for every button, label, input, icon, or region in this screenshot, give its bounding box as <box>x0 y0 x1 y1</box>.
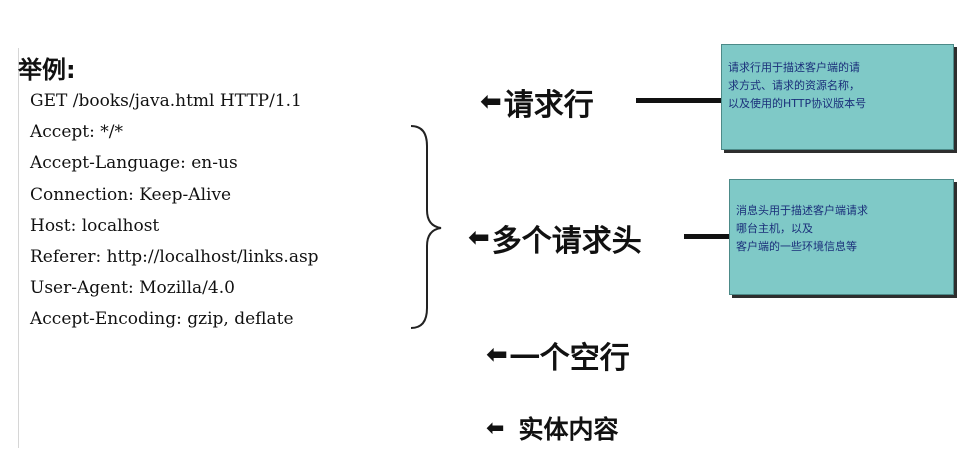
request-line-note-line: 求方式、请求的资源名称， <box>728 79 860 92</box>
header-host: Host: localhost <box>30 215 160 236</box>
header-connection: Connection: Keep-Alive <box>30 184 232 205</box>
header-accept-encoding: Accept-Encoding: gzip, deflate <box>30 309 294 330</box>
request-line-note: 请求行用于描述客户端的请 求方式、请求的资源名称， 以及使用的HTTP协议版本号 <box>721 44 954 150</box>
left-arrow-icon: ⬅ <box>480 87 502 117</box>
http-request-example: GET /books/java.html HTTP/1.1 Accept: */… <box>30 86 319 336</box>
example-title: 举例: <box>18 56 76 84</box>
headers-note-line: 哪台主机，以及 <box>736 222 813 235</box>
headers-note: 消息头用于描述客户端请求 哪台主机，以及 客户端的一些环境信息等 <box>729 179 954 295</box>
request-line-text: GET /books/java.html HTTP/1.1 <box>30 91 302 111</box>
left-edge-line <box>18 48 19 448</box>
body-label-text: 实体内容 <box>518 415 619 444</box>
header-user-agent: User-Agent: Mozilla/4.0 <box>30 278 235 299</box>
headers-connector <box>684 234 730 239</box>
headers-label: ⬅ 多个请求头 <box>468 216 642 260</box>
body-label: ⬅ 实体内容 <box>486 410 618 446</box>
request-line-note-line: 以及使用的HTTP协议版本号 <box>728 97 867 110</box>
request-line-label: ⬅ 请求行 <box>480 80 594 124</box>
blank-line-label: ⬅ 一个空行 <box>486 333 630 377</box>
header-accept: Accept: */* <box>30 122 123 143</box>
headers-label-text: 多个请求头 <box>491 224 642 259</box>
blank-line-label-text: 一个空行 <box>509 341 630 376</box>
left-arrow-icon: ⬅ <box>486 415 505 441</box>
left-arrow-icon: ⬅ <box>486 340 508 370</box>
headers-note-line: 消息头用于描述客户端请求 <box>736 204 868 217</box>
left-arrow-icon: ⬅ <box>468 223 490 253</box>
header-referer: Referer: http://localhost/links.asp <box>30 247 319 268</box>
request-line-label-text: 请求行 <box>503 88 594 123</box>
request-line-note-line: 请求行用于描述客户端的请 <box>728 61 860 74</box>
header-accept-language: Accept-Language: en-us <box>30 153 238 174</box>
headers-brace <box>410 125 442 329</box>
headers-note-line: 客户端的一些环境信息等 <box>736 240 857 253</box>
request-line-connector <box>636 98 722 103</box>
